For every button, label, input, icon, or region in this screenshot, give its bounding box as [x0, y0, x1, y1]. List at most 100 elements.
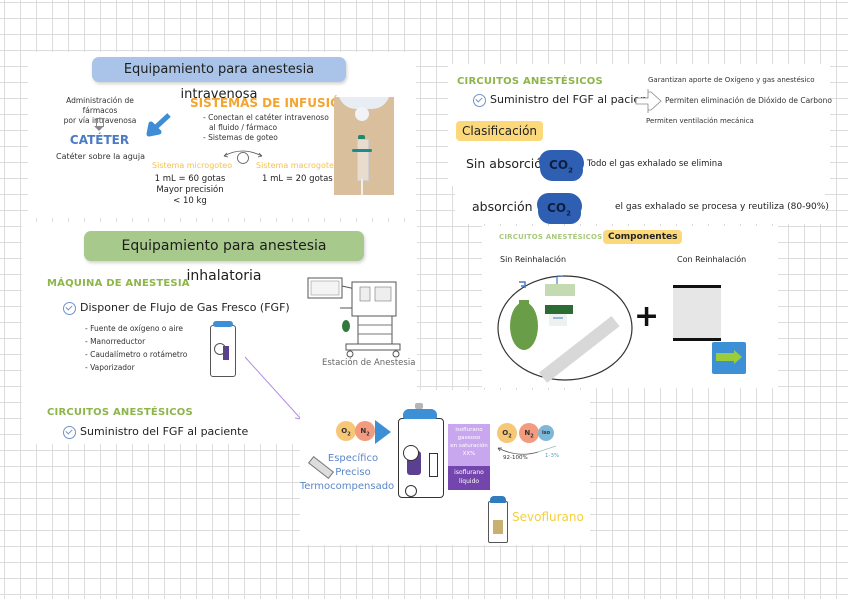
non-rebreathing-circuit-icon — [497, 275, 633, 383]
circuits-card-ext — [455, 186, 825, 224]
gas-in-arrow-icon — [375, 420, 391, 444]
feature-item: Preciso — [335, 467, 371, 478]
infusion-item: al fluido / fármaco — [209, 123, 278, 132]
branch-text-1: Garantizan aporte de Oxígeno y gas anest… — [648, 76, 815, 84]
blue-arrow-icon — [146, 113, 171, 137]
vaporizer-small-icon — [210, 321, 236, 377]
vaporizer-cap — [403, 409, 437, 419]
vaporizer-dial — [403, 445, 419, 461]
gas-n2-sub: 2 — [530, 433, 534, 440]
drip-line — [361, 179, 363, 195]
inhal-title: Equipamiento para anestesia inhalatoria — [84, 231, 364, 284]
vaporizer-knob — [415, 403, 423, 409]
sevoflurane-label: Sevoflurano — [512, 510, 584, 524]
circuits-check-row: Suministro del FGF al paciente — [473, 93, 658, 107]
micro-line: Mayor precisión — [156, 185, 224, 195]
components-heading: CIRCUITOS ANESTÉSICOS — [499, 233, 603, 241]
iso-gas-line: isoflurano — [455, 427, 483, 433]
con-reinhalacion-label: Con Reinhalación — [677, 255, 747, 264]
vaporizer-foot — [405, 485, 417, 497]
gas-o2-out: O2 — [497, 423, 517, 443]
micro-line: 1 mL = 60 gotas — [154, 174, 226, 184]
gas-o2-sub: 2 — [508, 433, 512, 440]
canister-icon — [673, 285, 721, 341]
down-arrow-head-icon — [94, 126, 104, 131]
sevo-vaporizer-icon — [488, 496, 508, 543]
co2-text: CO — [547, 201, 567, 215]
infusion-title: SISTEMAS DE INFUSIÓN — [190, 96, 351, 110]
fgf-check-row: Disponer de Flujo de Gas Fresco (FGF) — [63, 301, 290, 315]
vaporizer-panel — [223, 346, 229, 360]
circuits-check-text: Suministro del FGF al paciente — [490, 93, 659, 106]
vaporizer-features: Específico Preciso Termocompensado — [300, 452, 398, 494]
check-circle-icon — [473, 93, 486, 107]
admin-text-line: por vía intravenosa — [63, 116, 137, 125]
machine-items: - Fuente de oxígeno o aire - Manorreduct… — [85, 322, 187, 374]
cateter-title: CATÉTER — [69, 133, 130, 147]
machine-item: - Fuente de oxígeno o aire — [85, 324, 183, 333]
absorcion-label: absorción — [472, 199, 533, 214]
gas-o2-label: O — [502, 429, 509, 437]
sin-reinhalacion-label: Sin Reinhalación — [500, 255, 567, 264]
iso-liquid-line: isoflurano — [454, 469, 484, 476]
gas-n2-sub: 2 — [366, 431, 370, 438]
drip-bag — [338, 97, 390, 109]
branch-arrow-icon — [635, 89, 662, 113]
vaporizer-large-icon — [398, 403, 444, 498]
co2-text: CO — [549, 158, 569, 172]
vaporizer-gauge — [429, 453, 438, 477]
sin-absorcion-desc: Todo el gas exhalado se elimina — [587, 159, 723, 169]
admin-text-line: Administración de fármacos — [66, 96, 134, 115]
gas-o2-sub: 2 — [347, 431, 351, 438]
branch-text-3: Permiten ventilación mecánica — [646, 117, 754, 125]
gas-n2-label: N — [360, 427, 367, 435]
micro-line: < 10 kg — [173, 196, 207, 206]
classification-tag: Clasificación — [456, 121, 544, 141]
gas-o2-in: O2 — [336, 421, 356, 441]
drip-chamber-photo — [334, 97, 394, 195]
down-arrow-icon — [96, 118, 104, 127]
output-ratio-arrows-icon — [497, 445, 557, 455]
inhal-circuits-check-row: Suministro del FGF al paciente — [63, 425, 248, 439]
iso-liquid-box: isoflurano líquido — [448, 466, 490, 490]
iso-gas-line: gaseoso — [457, 435, 481, 441]
macro-label: Sistema macrogoteo — [256, 161, 339, 170]
inhal-circuits-check-text: Suministro del FGF al paciente — [80, 425, 249, 438]
check-circle-icon — [63, 301, 76, 315]
micro-lines: 1 mL = 60 gotas Mayor precisión < 10 kg — [150, 174, 230, 207]
drip-tube — [357, 139, 369, 181]
branch-text-2: Permiten eliminación de Dióxido de Carbo… — [665, 96, 832, 105]
infusion-items: - Conectan el catéter intravenoso al flu… — [203, 113, 329, 143]
iv-title: Equipamiento para anestesia intravenosa — [92, 57, 346, 102]
valve-icon — [712, 342, 746, 374]
gas-n2-out: N2 — [519, 423, 539, 443]
fgf-check-text: Disponer de Flujo de Gas Fresco (FGF) — [80, 301, 290, 314]
machine-item: - Manorreductor — [85, 337, 146, 346]
machine-item: - Caudalímetro o rotámetro — [85, 350, 188, 359]
iso-gas-line: XX% — [462, 451, 476, 457]
check-circle-icon — [63, 425, 76, 439]
station-caption: Estación de Anestesia — [322, 358, 416, 368]
co2-sub: 2 — [566, 209, 571, 218]
valve-arrow-head — [734, 350, 742, 364]
components-tag: Componentes — [603, 230, 683, 244]
vaporizer-dial — [214, 343, 226, 355]
micro-label: Sistema microgoteo — [152, 161, 233, 170]
iso-liquid-line: líquido — [458, 478, 480, 485]
iso-gas-line: en saturación — [450, 443, 488, 449]
feature-item: Específico — [327, 453, 379, 464]
branch-arrows-icon — [223, 150, 263, 164]
drip-ring — [352, 149, 372, 152]
gas-n2-label: N — [524, 429, 531, 437]
macro-line: 1 mL = 20 gotas — [262, 174, 333, 184]
vaporizer-cap — [213, 321, 233, 327]
feature-item: Termocompensado — [299, 481, 395, 492]
gas-n2-in: N2 — [355, 421, 375, 441]
admin-text: Administración de fármacos por vía intra… — [50, 96, 150, 126]
anesthesia-station-icon — [307, 277, 401, 358]
sevo-cap — [490, 496, 506, 503]
machine-heading: MÁQUINA DE ANESTESIA — [47, 278, 190, 289]
iso-gas-box: isoflurano gaseoso en saturación XX% — [448, 424, 490, 466]
drip-connector — [355, 107, 369, 121]
infusion-item: - Sistemas de goteo — [203, 133, 278, 142]
